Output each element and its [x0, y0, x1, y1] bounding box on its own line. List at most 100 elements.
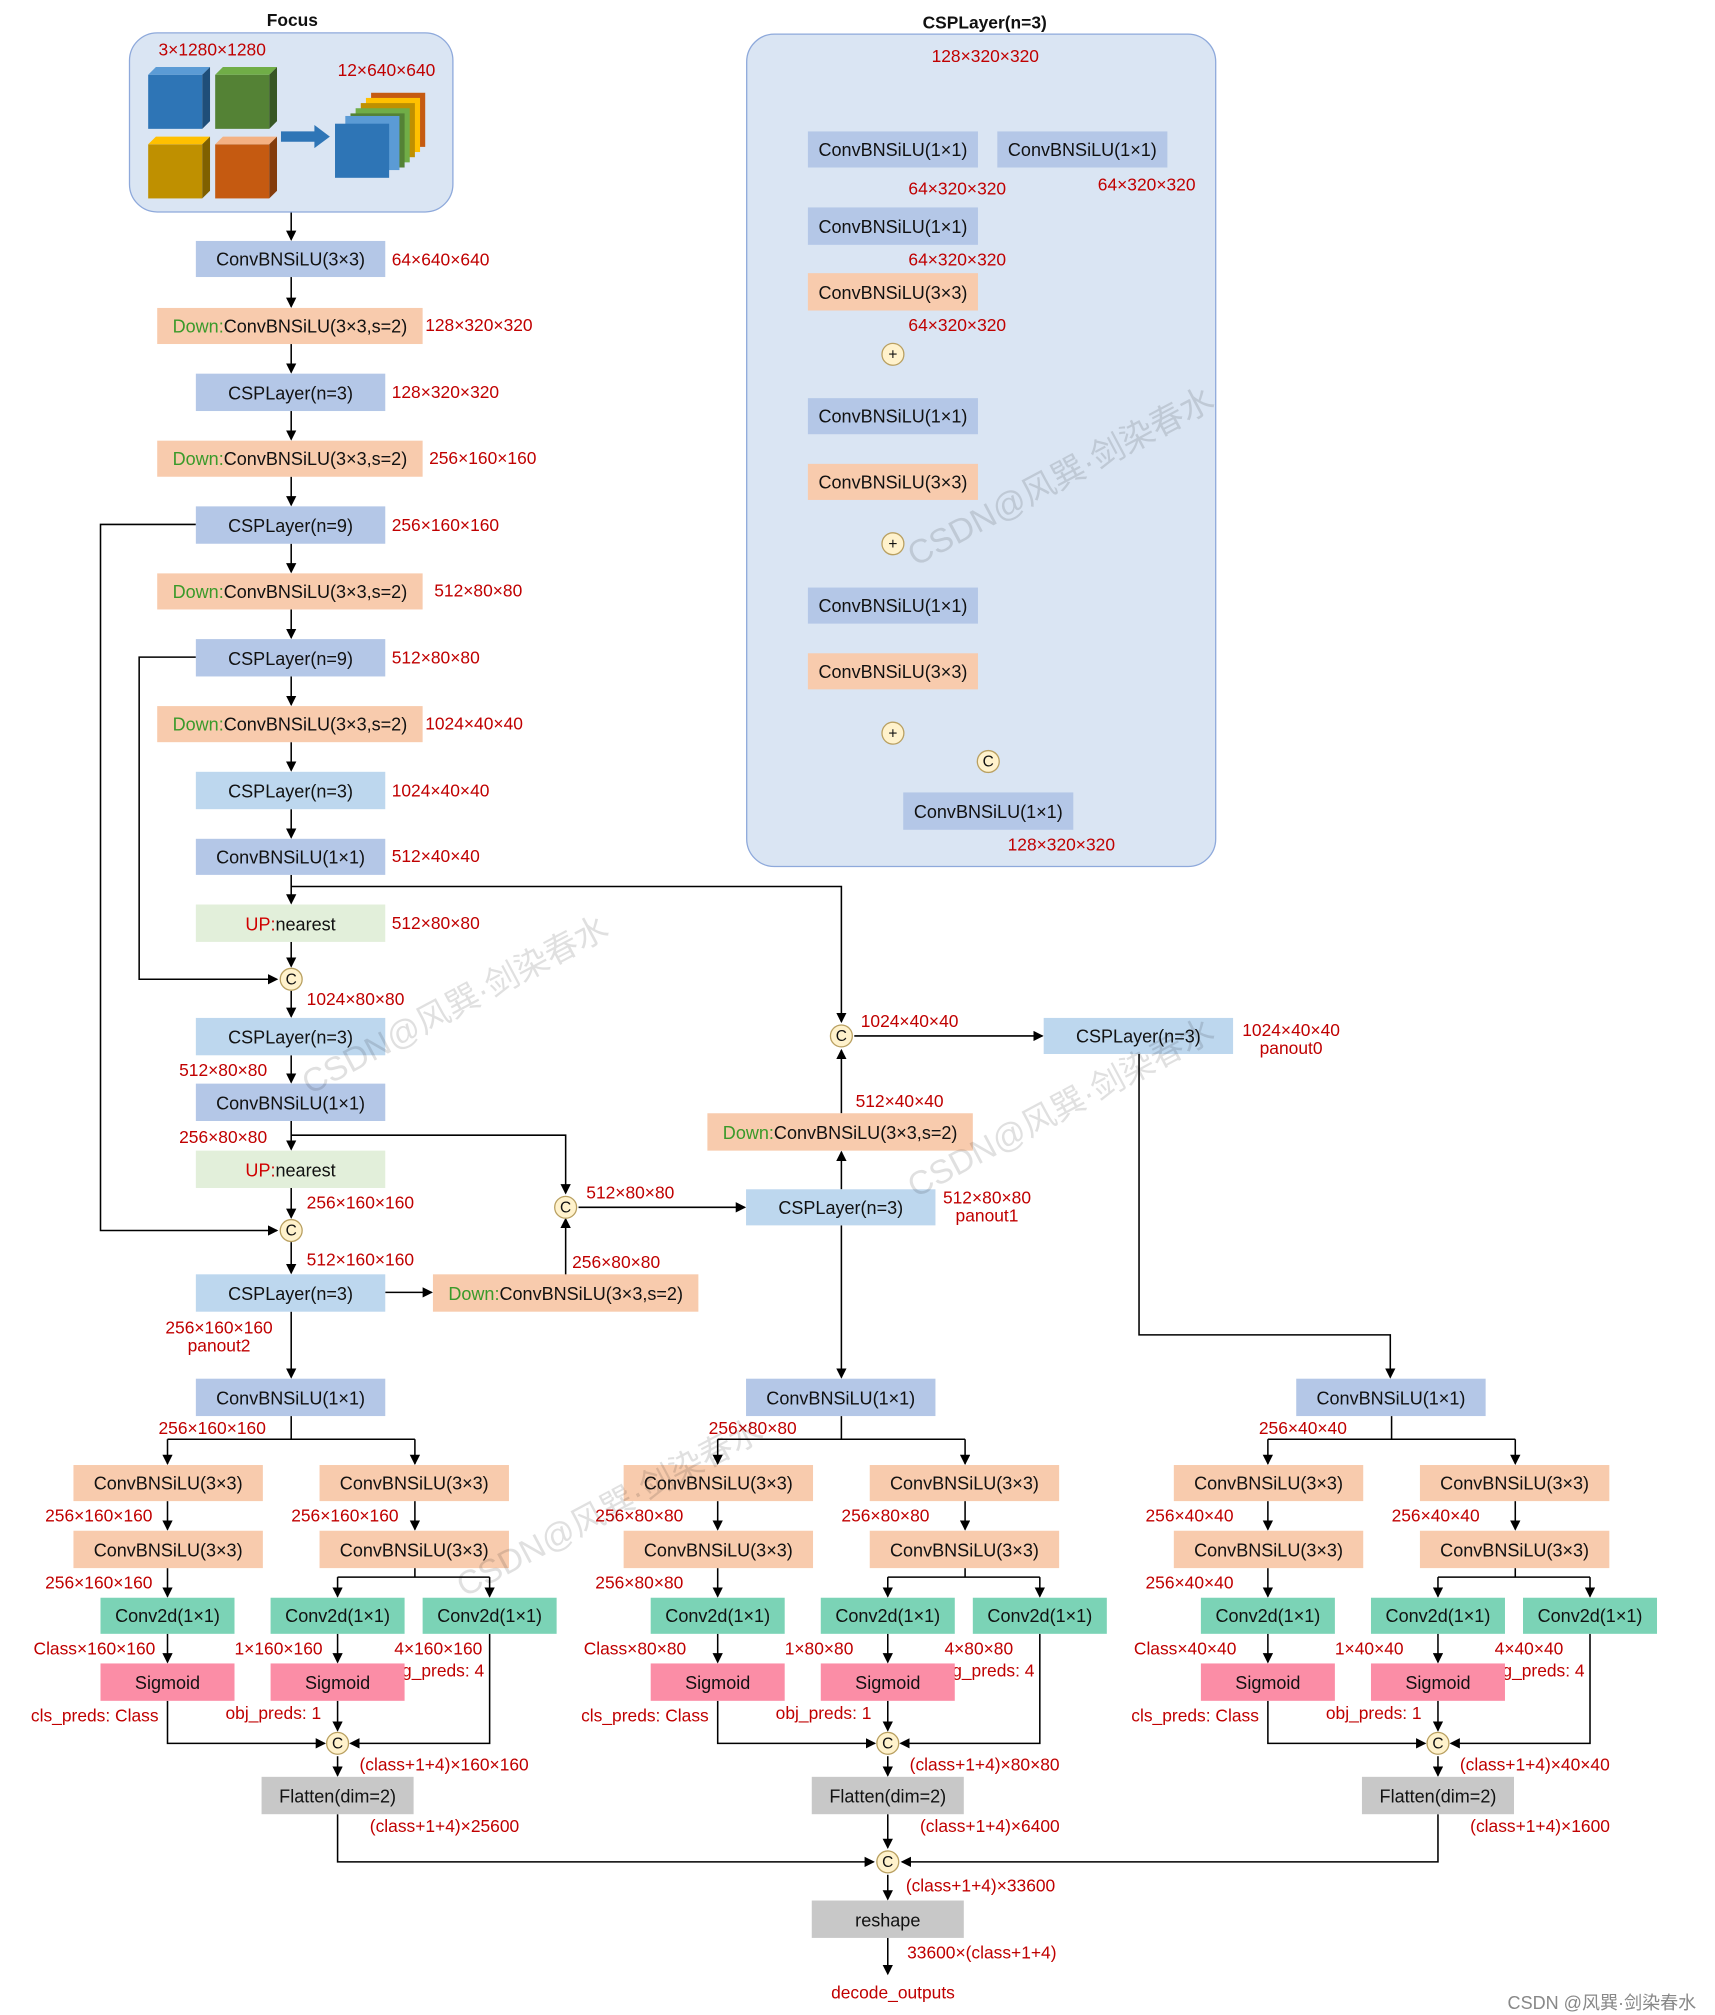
head-flatten-shape: (class+1+4)×6400 [919, 1816, 1060, 1837]
conv-1x1-shape: 512×40×40 [391, 846, 480, 866]
head-flatten-shape: (class+1+4)×1600 [1470, 1816, 1610, 1837]
csp-detail-add-3: + [881, 721, 905, 745]
reshape-shape: 33600×(class+1+4) [907, 1943, 1057, 1963]
head-reg-conv1: ConvBNSiLU(3×3) [319, 1465, 509, 1502]
down-prefix: Down: [172, 713, 224, 735]
up-prefix: UP: [245, 912, 276, 934]
head-cls-conv1: ConvBNSiLU(3×3) [1173, 1465, 1364, 1502]
down-label: ConvBNSiLU(3×3,s=2) [773, 1121, 958, 1143]
head-cls-pred-shape: Class×80×80 [583, 1638, 687, 1659]
down-3-shape: 512×80×80 [434, 581, 523, 601]
head-reg-conv2: ConvBNSiLU(3×3) [869, 1530, 1060, 1569]
focus-output-shape: 12×640×640 [337, 60, 436, 80]
head-concat: C [325, 1731, 350, 1755]
head-reg-conv2: ConvBNSiLU(3×3) [319, 1530, 509, 1569]
head-obj-pred-shape: 1×40×40 [1334, 1638, 1404, 1659]
head-stem-shape: 256×160×160 [158, 1418, 266, 1438]
csp-layer-5: CSPLayer(n=3) [195, 1017, 386, 1056]
csp-detail-block1-conv1x1-shape: 64×320×320 [908, 249, 1007, 270]
head-cls-conv1-shape: 256×80×80 [595, 1506, 684, 1526]
down-block-1: Down: ConvBNSiLU(3×3,s=2) [157, 307, 423, 345]
csp-detail-final-conv: ConvBNSiLU(1×1) [903, 792, 1074, 830]
down-5-shape: 256×80×80 [572, 1252, 661, 1272]
csp-detail-branch1-shape: 64×320×320 [908, 179, 1007, 199]
head-obj-sigmoid: Sigmoid [820, 1663, 955, 1701]
final-concat-shape: (class+1+4)×33600 [905, 1876, 1056, 1896]
concat-2-shape: 512×160×160 [306, 1249, 415, 1270]
csp-4-shape: 1024×40×40 [391, 780, 490, 801]
head-cls-sigmoid: Sigmoid [100, 1663, 235, 1701]
upsample-1: UP: nearest [195, 904, 386, 942]
head-concat-shape: (class+1+4)×160×160 [359, 1754, 529, 1775]
head-cls-sigmoid: Sigmoid [650, 1663, 785, 1701]
up-prefix: UP: [245, 1159, 276, 1180]
panout1-name: panout1 [955, 1206, 1019, 1226]
concat-1-shape: 1024×80×80 [306, 989, 405, 1009]
input-cubes-icon [148, 67, 278, 199]
csp-layer-6: CSPLayer(n=3) [195, 1274, 386, 1312]
down-label: ConvBNSiLU(3×3,s=2) [223, 448, 408, 470]
head-reg-pred-name: reg_preds: 4 [936, 1660, 1035, 1681]
down-6-shape: 512×40×40 [855, 1091, 944, 1111]
head-cls-conv2-shape: 256×160×160 [45, 1573, 153, 1593]
neck-conv-1x1: ConvBNSiLU(1×1) [195, 1083, 386, 1121]
csp-detail-block3-conv1x1: ConvBNSiLU(1×1) [807, 587, 978, 624]
head-cls-conv2-shape: 256×40×40 [1145, 1573, 1234, 1593]
head-obj-pred: Conv2d(1×1) [270, 1597, 405, 1634]
down-label: ConvBNSiLU(3×3,s=2) [499, 1282, 683, 1304]
down-label: ConvBNSiLU(3×3,s=2) [223, 315, 408, 337]
panout2-name: panout2 [187, 1336, 251, 1356]
head-flatten: Flatten(dim=2) [1361, 1776, 1514, 1815]
head-cls-conv1: ConvBNSiLU(3×3) [623, 1465, 814, 1502]
head-cls-conv2-shape: 256×80×80 [595, 1573, 684, 1593]
up-1-shape: 512×80×80 [391, 913, 480, 933]
head-reg-conv1-shape: 256×160×160 [291, 1506, 399, 1526]
down-4-shape: 1024×40×40 [425, 713, 523, 734]
head-obj-pred-shape: 1×160×160 [234, 1638, 323, 1659]
head-cls-preds-name: cls_preds: Class [1131, 1705, 1259, 1726]
csp-detail-branch1: ConvBNSiLU(1×1) [807, 131, 978, 168]
panout1-shape: 512×80×80 [942, 1187, 1032, 1208]
decode-outputs-label: decode_outputs [831, 1983, 955, 2003]
down-1-shape: 128×320×320 [425, 315, 533, 336]
head-concat: C [876, 1731, 900, 1755]
head-concat: C [1426, 1731, 1450, 1755]
focus-input-shape: 3×1280×1280 [158, 39, 266, 60]
head-reg-pred-shape: 4×80×80 [944, 1638, 1014, 1659]
focus-arrow-icon [280, 124, 330, 149]
backbone-conv-3x3-shape: 64×640×640 [391, 249, 490, 270]
csp-5-shape: 512×80×80 [179, 1060, 268, 1080]
head-concat-shape: (class+1+4)×80×80 [909, 1754, 1060, 1775]
csp-1-shape: 128×320×320 [391, 382, 500, 403]
down-label: ConvBNSiLU(3×3,s=2) [223, 713, 408, 735]
head-reg-pred-shape: 4×40×40 [1494, 1638, 1564, 1659]
head-cls-conv2: ConvBNSiLU(3×3) [1173, 1530, 1364, 1569]
down-2-shape: 256×160×160 [429, 448, 537, 468]
csp-detail-block3-conv3x3: ConvBNSiLU(3×3) [807, 653, 978, 690]
panout0-name: panout0 [1259, 1038, 1323, 1059]
head-reg-pred-name: reg_preds: 4 [1486, 1660, 1585, 1681]
csp-detail-input-shape: 128×320×320 [931, 46, 1039, 66]
csp-detail-add-2: + [881, 532, 905, 556]
csp-detail-branch2: ConvBNSiLU(1×1) [997, 131, 1168, 168]
csp-layer-2: CSPLayer(n=9) [195, 506, 386, 544]
csp-detail-block2-conv1x1: ConvBNSiLU(1×1) [807, 398, 978, 435]
head-cls-pred: Conv2d(1×1) [100, 1597, 235, 1634]
csp-layer-7: CSPLayer(n=3) [746, 1189, 936, 1226]
head-cls-conv2: ConvBNSiLU(3×3) [73, 1530, 263, 1569]
head-cls-pred-shape: Class×40×40 [1133, 1638, 1237, 1659]
concat-4-shape: 1024×40×40 [860, 1011, 959, 1031]
csp-3-shape: 512×80×80 [391, 648, 480, 668]
head-cls-conv1: ConvBNSiLU(3×3) [73, 1465, 263, 1502]
down-prefix: Down: [172, 448, 224, 470]
head-obj-pred: Conv2d(1×1) [1370, 1597, 1505, 1634]
head-cls-conv2: ConvBNSiLU(3×3) [623, 1530, 814, 1569]
csp-detail-title: CSPLayer(n=3) [922, 12, 1047, 33]
concat-node-1: C [279, 967, 303, 991]
csp-layer-4: CSPLayer(n=3) [195, 771, 386, 810]
head-obj-pred: Conv2d(1×1) [820, 1597, 955, 1634]
panout0-shape: 1024×40×40 [1242, 1020, 1340, 1040]
